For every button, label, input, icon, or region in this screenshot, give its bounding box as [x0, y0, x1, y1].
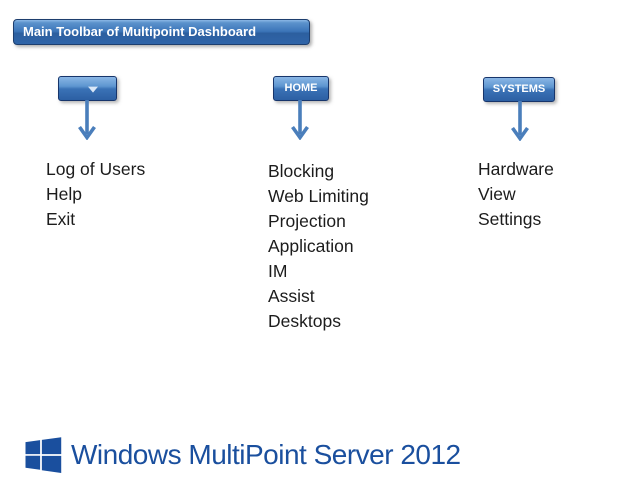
list-item: View	[478, 184, 516, 204]
title-banner: Main Toolbar of Multipoint Dashboard	[13, 19, 310, 45]
list-item: Application	[268, 236, 354, 256]
list-item: Help	[46, 184, 82, 204]
list-item: Assist	[268, 286, 315, 306]
list-item: IM	[268, 261, 288, 281]
systems-menu-list: Hardware View Settings	[478, 157, 554, 232]
home-button[interactable]: HOME	[273, 76, 329, 101]
list-item: Projection	[268, 211, 346, 231]
brand-text: Windows MultiPoint Server 2012	[71, 439, 461, 470]
caret-down-icon	[88, 86, 99, 93]
windows-logo-icon	[25, 437, 62, 473]
dropdown-button[interactable]	[58, 76, 117, 101]
down-arrow-icon	[78, 100, 96, 140]
list-item: Desktops	[268, 311, 341, 331]
list-item: Web Limiting	[268, 186, 369, 206]
list-item: Blocking	[268, 161, 335, 181]
list-item: Settings	[478, 209, 542, 229]
list-item: Hardware	[478, 159, 554, 179]
brand-logo: Windows MultiPoint Server 2012	[25, 437, 461, 473]
list-item: Log of Users	[46, 159, 146, 179]
list-item: Exit	[46, 209, 76, 229]
dropdown-menu-list: Log of Users Help Exit	[46, 157, 145, 232]
down-arrow-icon	[291, 100, 309, 140]
down-arrow-icon	[511, 101, 529, 141]
systems-button[interactable]: SYSTEMS	[483, 77, 555, 102]
home-menu-list: Blocking Web Limiting Projection Applica…	[268, 159, 369, 334]
